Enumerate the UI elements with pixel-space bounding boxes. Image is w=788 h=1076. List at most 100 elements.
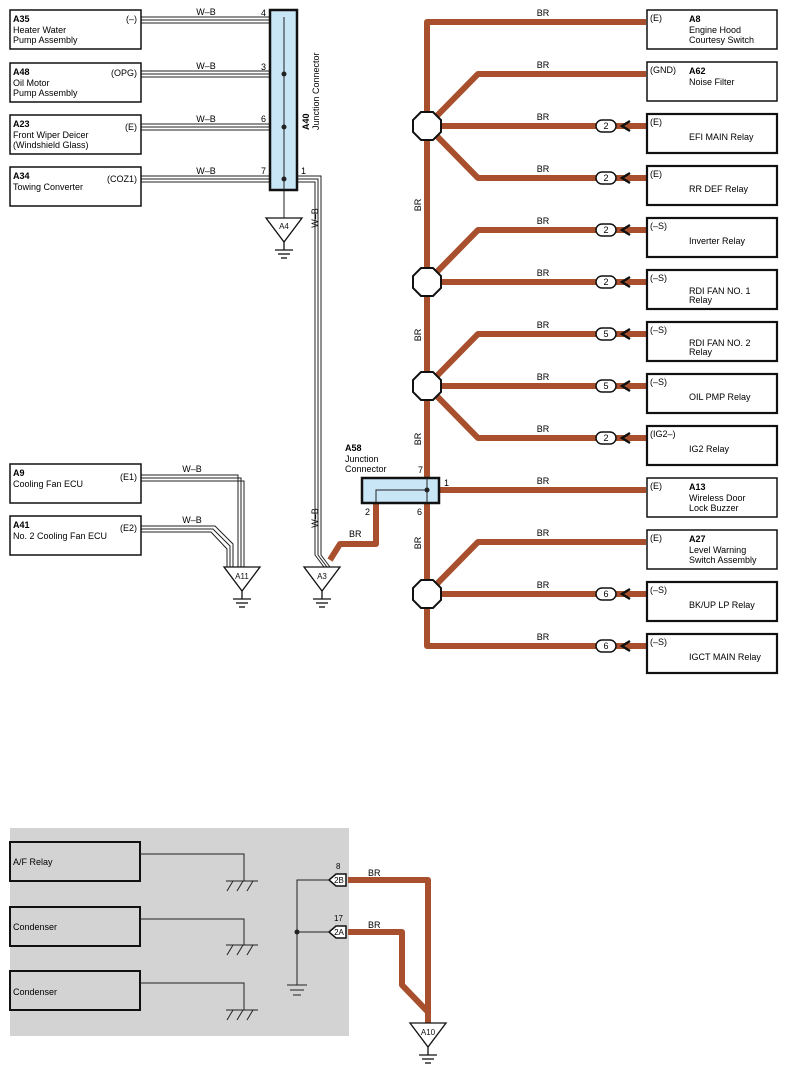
component-name-line1: Inverter Relay [689,236,746,246]
wire-a40-to-a3 [284,175,331,568]
connector-arrow-icon [619,275,631,289]
left-wb-wires [141,16,331,568]
svg-text:BR: BR [349,529,362,539]
svg-text:(E1): (E1) [120,472,137,482]
svg-text:(E2): (E2) [120,523,137,533]
connector-arrow-icon [619,639,631,653]
br-wire-label: BR [537,424,550,434]
wire-a34 [141,175,284,183]
a40-pin-1: 1 [301,166,306,176]
svg-text:A10: A10 [421,1028,436,1037]
ground-a4: A4 [264,217,304,259]
component-box [645,632,779,675]
ground-a10: A10 [408,1022,448,1064]
bottom-br-wires [348,877,431,1023]
svg-text:A48: A48 [13,67,30,77]
br-wire-label: BR [537,320,550,330]
svg-text:Oil Motor: Oil Motor [13,78,50,88]
connector-pin-number: 2 [603,225,608,235]
connector-pin-number: 2 [603,277,608,287]
wb-label-a23: W–B [196,114,216,124]
svg-text:Pump Assembly: Pump Assembly [13,88,78,98]
connector-pill [595,327,617,341]
component-id: A27 [689,534,706,544]
svg-text:Heater Water: Heater Water [13,25,66,35]
connector-pill [595,223,617,237]
ground-a3: A3 [302,566,342,608]
svg-text:BR: BR [368,868,381,878]
component-id: A62 [689,66,706,76]
a40-pin-6: 6 [261,114,266,124]
wire-a48 [141,70,284,78]
bottom-component-condenser-2: Condenser [9,970,141,1011]
right-component-row: BR5(–S)OIL PMP Relay [537,372,779,415]
bottom-connector-2b: 2B 8 BR [327,862,381,887]
svg-text:A9: A9 [13,468,25,478]
component-id: A13 [689,482,706,492]
component-name-line1: EFI MAIN Relay [689,132,754,142]
component-terminal: (–S) [650,273,667,283]
component-a41: A41 No. 2 Cooling Fan ECU (E2) [9,515,142,556]
component-terminal: (–S) [650,221,667,231]
right-component-row: BR2(IG2–)IG2 Relay [537,424,779,467]
svg-text:A40: A40 [301,113,311,130]
br-wire-label: BR [537,112,550,122]
trunk-label-1: BR [413,198,423,211]
component-terminal: (E) [650,533,662,543]
component-name-line1: BK/UP LP Relay [689,600,755,610]
splice-4 [412,579,442,609]
component-terminal: (E) [650,13,662,23]
bottom-component-af-relay: A/F Relay [9,841,141,882]
svg-text:2A: 2A [334,928,344,937]
wb-label-a48: W–B [196,61,216,71]
wire-a23 [141,123,284,131]
bottom-connector-2a: 2A 17 BR [327,914,381,939]
component-name-line1: RDI FAN NO. 1 [689,286,751,296]
component-terminal: (–S) [650,377,667,387]
br-wire-label: BR [537,216,550,226]
svg-text:Condenser: Condenser [13,922,57,932]
br-wire-label: BR [537,632,550,642]
svg-text:A34: A34 [13,171,30,181]
svg-text:Towing Converter: Towing Converter [13,182,83,192]
wb-label-a40-out-top: W–B [310,208,320,228]
svg-text:Connector: Connector [345,464,387,474]
br-wire-label: BR [537,372,550,382]
svg-text:A23: A23 [13,119,30,129]
component-name-line2: Switch Assembly [689,555,757,565]
svg-text:2B: 2B [334,876,344,885]
svg-text:A3: A3 [317,572,327,581]
component-terminal: (GND) [650,65,676,75]
svg-text:A35: A35 [13,14,30,24]
component-name-line1: OIL PMP Relay [689,392,751,402]
splice-1 [412,111,442,141]
component-box [645,320,779,363]
br-wire-label: BR [537,60,550,70]
component-a35: A35 Heater Water Pump Assembly (–) [9,9,142,50]
trunk-label-3: BR [413,432,423,445]
component-name-line1: IG2 Relay [689,444,730,454]
connector-arrow-icon [619,431,631,445]
splice-3 [412,371,442,401]
connector-pin-number: 2 [603,121,608,131]
right-component-row: BR2(E)EFI MAIN Relay [537,112,779,155]
component-box [646,9,778,50]
br-wire-label: BR [537,268,550,278]
component-name-line1: IGCT MAIN Relay [689,652,761,662]
component-terminal: (–S) [650,585,667,595]
a58-junction-connector: A58 Junction Connector 7 1 2 6 BR [345,443,449,539]
br-wire-label: BR [537,164,550,174]
connector-pin-number: 6 [603,589,608,599]
connector-pill [595,171,617,185]
svg-text:A58: A58 [345,443,362,453]
svg-text:(OPG): (OPG) [111,68,137,78]
connector-arrow-icon [619,327,631,341]
connector-pill [595,587,617,601]
svg-text:No. 2 Cooling Fan ECU: No. 2 Cooling Fan ECU [13,531,107,541]
component-name-line1: Engine Hood [689,25,741,35]
br-wire-label: BR [537,8,550,18]
wire-a35 [141,16,284,24]
